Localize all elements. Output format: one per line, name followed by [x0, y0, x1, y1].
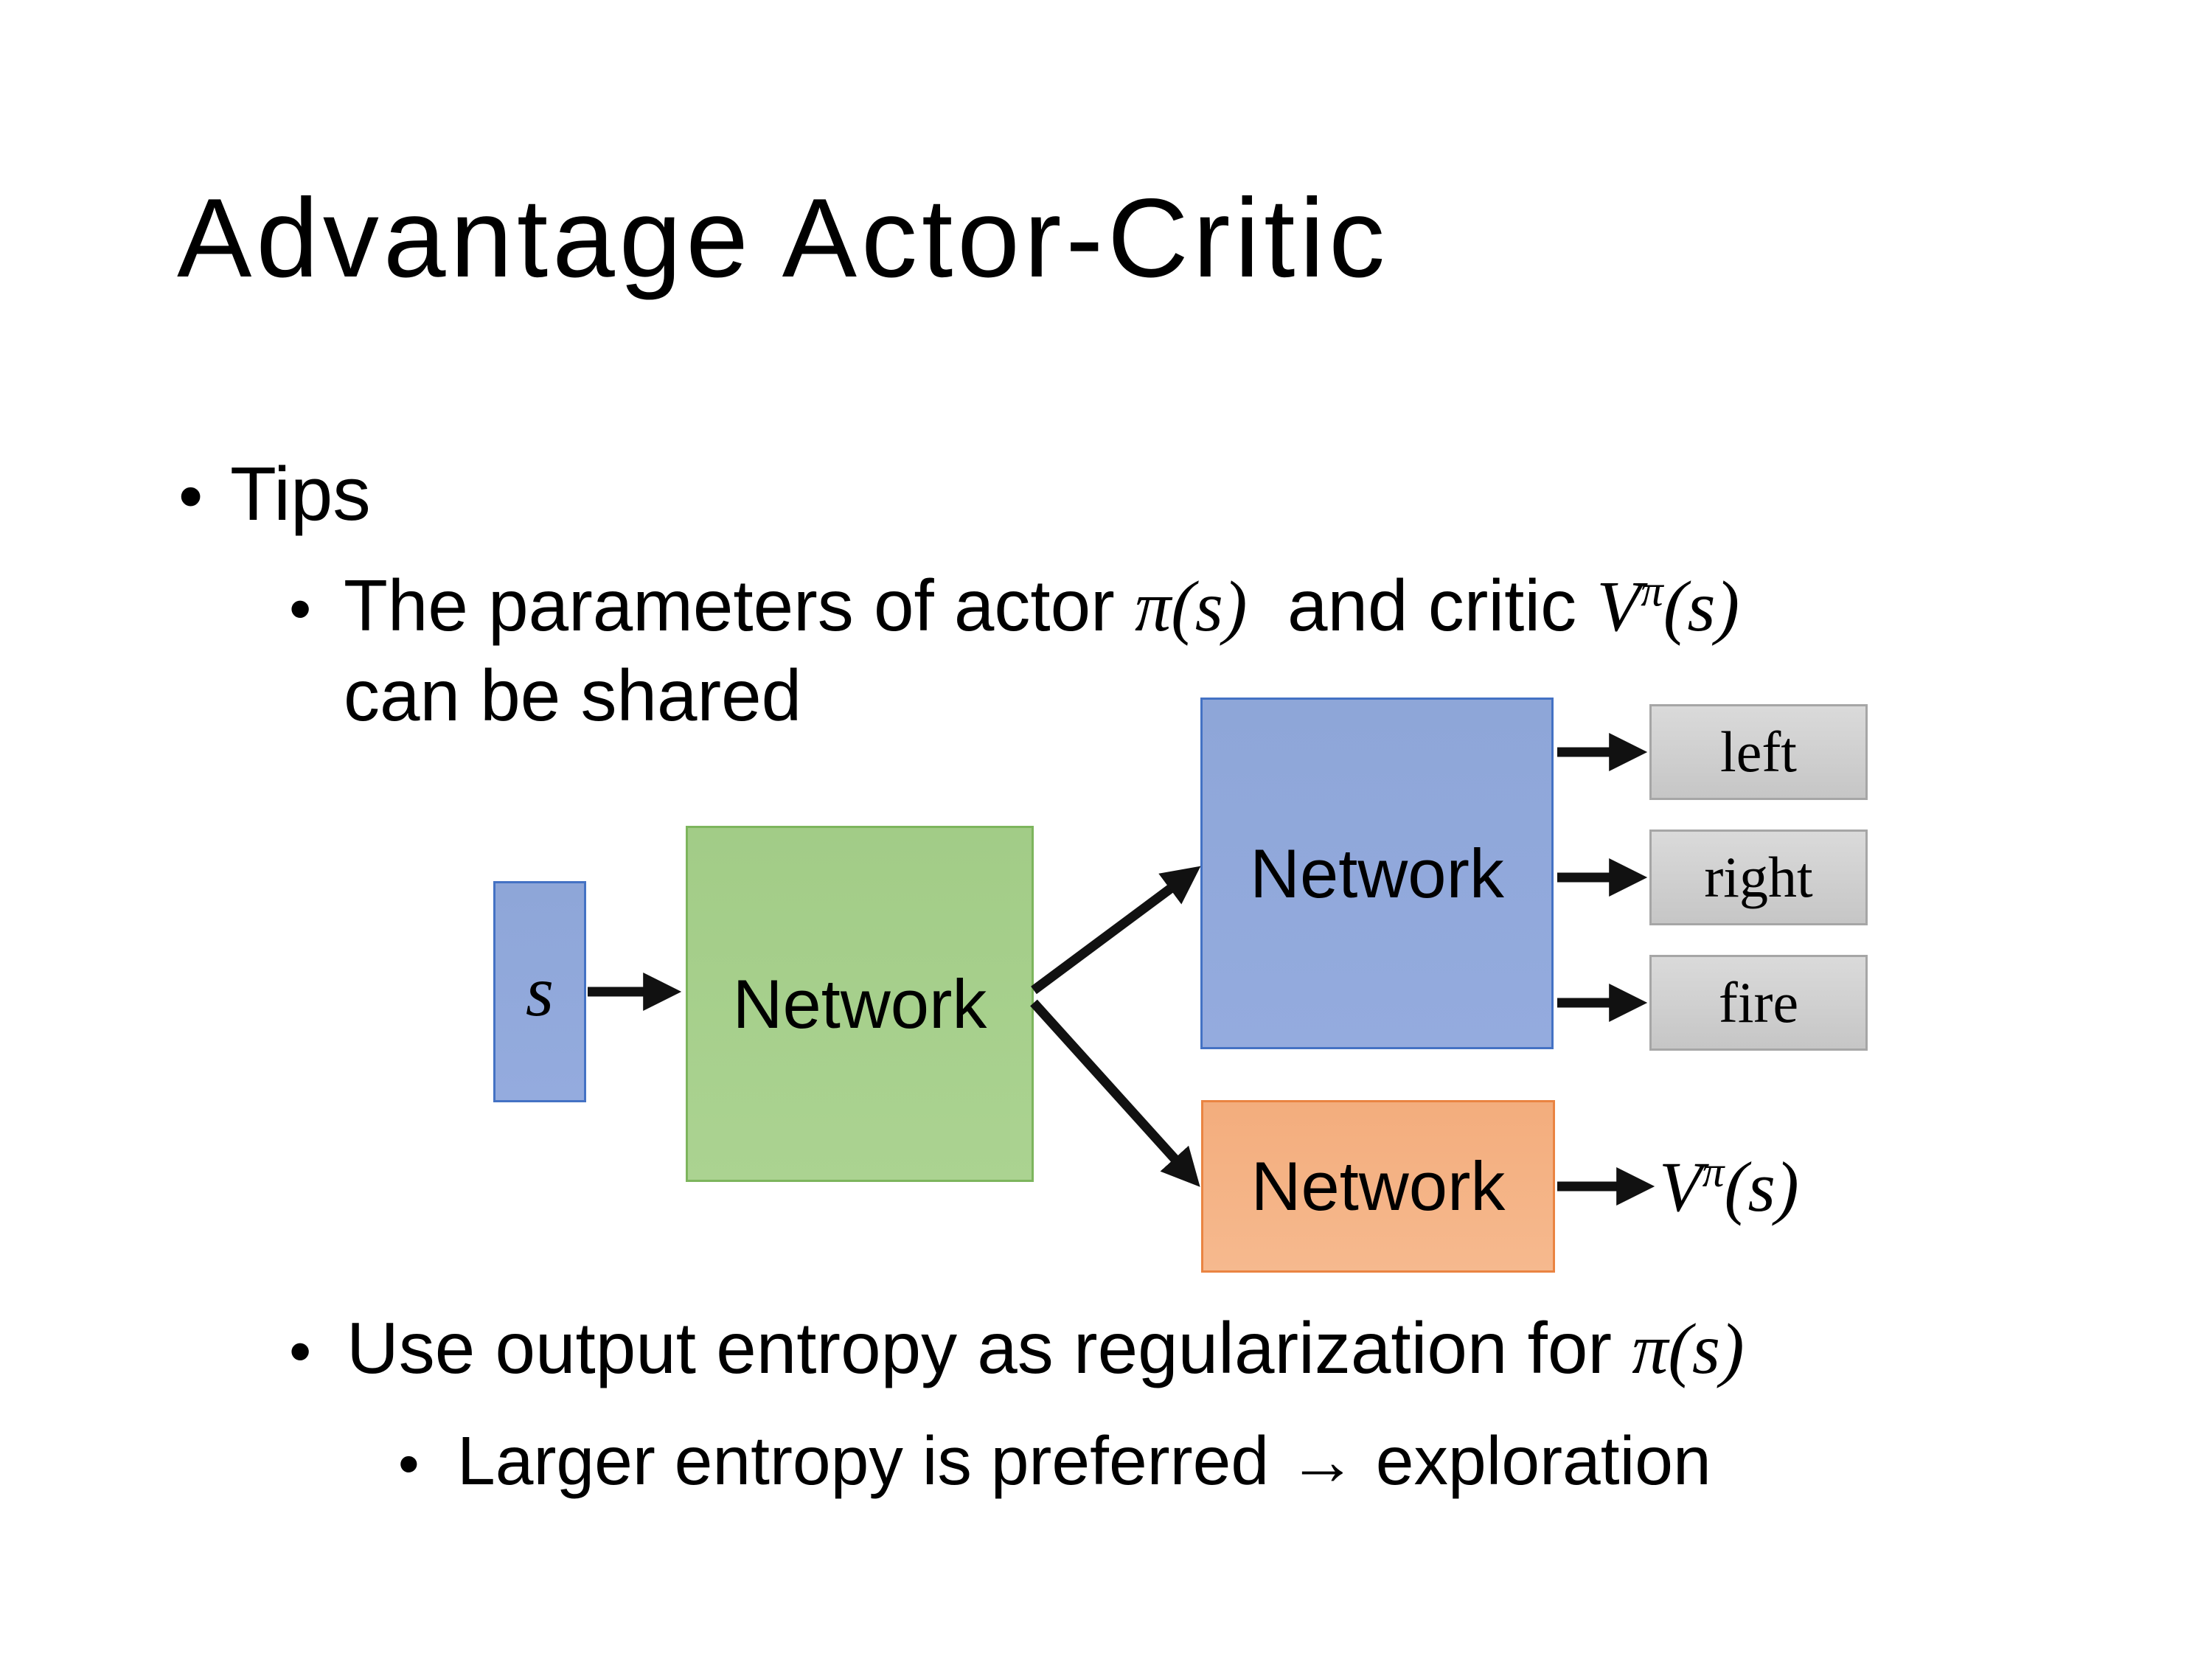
- shared-network-label: Network: [732, 964, 987, 1043]
- bullet-dot-icon: •: [178, 457, 204, 535]
- bullet-dot-icon: •: [289, 574, 312, 644]
- action-box-fire: fire: [1649, 955, 1868, 1051]
- critic-output-superscript: π: [1702, 1147, 1725, 1196]
- action-box-left: left: [1649, 704, 1868, 800]
- action-box-right: right: [1649, 830, 1868, 925]
- critic-output-args: (s): [1724, 1147, 1799, 1226]
- bullet-line-shared-parameters: • The parameters of actor π(s) and critic…: [289, 565, 1739, 647]
- slide-title: Advantage Actor-Critic: [177, 175, 1390, 301]
- critic-output-math: Vπ(s): [1659, 1146, 1799, 1228]
- bullet-dot-icon: •: [398, 1430, 420, 1498]
- bullet-line-tips: • Tips: [178, 453, 371, 534]
- arrow-shared-to-actor: [1031, 866, 1201, 995]
- critic-output-base: V: [1659, 1147, 1703, 1226]
- critic-value-math: Vπ(s): [1596, 567, 1739, 647]
- critic-output-label: Vπ(s): [1659, 1135, 1895, 1238]
- critic-value-args: (s): [1663, 567, 1740, 647]
- actor-policy-math: π(s): [1135, 567, 1248, 647]
- tips-label: Tips: [230, 451, 371, 536]
- state-input-box: s: [493, 881, 586, 1102]
- actor-network-box: Network: [1200, 698, 1554, 1049]
- actor-network-label: Network: [1250, 834, 1504, 912]
- shared-parameters-text-mid: and critic: [1247, 565, 1597, 646]
- shared-parameters-continuation: can be shared: [344, 655, 802, 736]
- critic-value-superscript: π: [1641, 566, 1663, 616]
- action-label-right: right: [1704, 845, 1813, 909]
- shared-network-box: Network: [686, 826, 1034, 1182]
- entropy-regularization-text: Use output entropy as regularization for: [347, 1307, 1632, 1388]
- actor-policy-math: π(s): [1632, 1310, 1745, 1389]
- action-label-left: left: [1720, 720, 1797, 784]
- action-label-fire: fire: [1718, 970, 1799, 1034]
- critic-network-box: Network: [1201, 1100, 1555, 1273]
- bullet-line-exploration: • Larger entropy is preferred → explorati…: [398, 1425, 1711, 1498]
- bullet-dot-icon: •: [289, 1316, 312, 1387]
- critic-value-base: V: [1596, 567, 1641, 647]
- arrow-shared-to-critic: [1030, 999, 1200, 1187]
- exploration-text: Larger entropy is preferred → exploratio…: [457, 1422, 1711, 1499]
- bullet-line-entropy-regularization: • Use output entropy as regularization fo…: [289, 1310, 1745, 1388]
- state-input-label: s: [525, 952, 554, 1032]
- critic-network-label: Network: [1251, 1147, 1506, 1225]
- shared-parameters-text: The parameters of actor: [344, 565, 1135, 646]
